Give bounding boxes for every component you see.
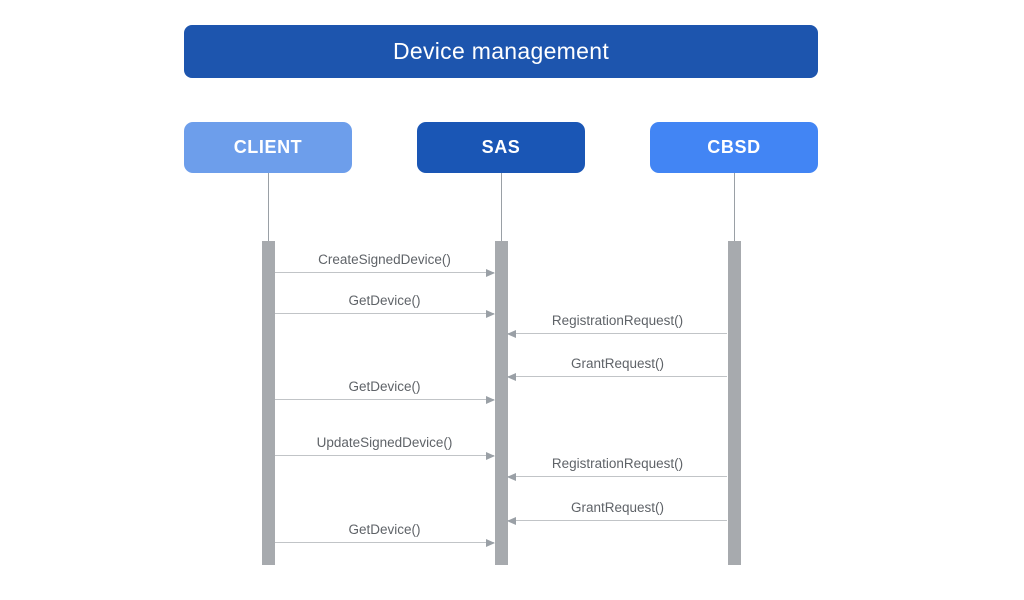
message-label: GetDevice()	[348, 293, 421, 308]
message-label: GetDevice()	[348, 522, 421, 537]
message-label: RegistrationRequest()	[551, 313, 684, 328]
message-9: GetDevice()	[275, 515, 495, 547]
message-1: CreateSignedDevice()	[275, 245, 495, 277]
actor-box-cbsd: CBSD	[650, 122, 818, 173]
message-7: RegistrationRequest()	[507, 449, 727, 481]
message-line	[275, 398, 494, 400]
activation-bar-sas	[494, 241, 508, 565]
lifeline-sas	[500, 173, 502, 241]
message-line	[508, 375, 727, 377]
arrowhead-icon	[507, 516, 516, 525]
arrowhead-icon	[486, 451, 495, 460]
message-line	[275, 312, 494, 314]
message-3: RegistrationRequest()	[507, 306, 727, 338]
arrowhead-icon	[507, 372, 516, 381]
actor-label-client: CLIENT	[233, 137, 303, 157]
message-4: GrantRequest()	[507, 349, 727, 381]
arrowhead-icon	[486, 268, 495, 277]
actor-box-client: CLIENT	[184, 122, 352, 173]
message-label: RegistrationRequest()	[551, 456, 684, 471]
arrowhead-icon	[486, 395, 495, 404]
arrowhead-icon	[507, 472, 516, 481]
message-label: GrantRequest()	[570, 356, 665, 371]
activation-bar-client	[261, 241, 275, 565]
activation-bar-cbsd	[727, 241, 741, 565]
message-label: GetDevice()	[348, 379, 421, 394]
lifeline-cbsd	[733, 173, 735, 241]
message-5: GetDevice()	[275, 372, 495, 404]
arrowhead-icon	[486, 538, 495, 547]
message-line	[508, 475, 727, 477]
arrowhead-icon	[486, 309, 495, 318]
message-8: GrantRequest()	[507, 493, 727, 525]
message-line	[275, 271, 494, 273]
lifeline-client	[267, 173, 269, 241]
message-line	[275, 454, 494, 456]
message-line	[508, 519, 727, 521]
actor-label-sas: SAS	[481, 137, 521, 157]
message-label: CreateSignedDevice()	[318, 252, 451, 267]
arrowhead-icon	[507, 329, 516, 338]
message-label: GrantRequest()	[570, 500, 665, 515]
diagram-title-bar: Device management	[184, 25, 818, 78]
message-6: UpdateSignedDevice()	[275, 428, 495, 460]
actor-box-sas: SAS	[417, 122, 585, 173]
diagram-title: Device management	[392, 38, 610, 64]
message-line	[508, 332, 727, 334]
actor-label-cbsd: CBSD	[707, 137, 761, 157]
message-line	[275, 541, 494, 543]
message-2: GetDevice()	[275, 286, 495, 318]
message-label: UpdateSignedDevice()	[316, 435, 453, 450]
